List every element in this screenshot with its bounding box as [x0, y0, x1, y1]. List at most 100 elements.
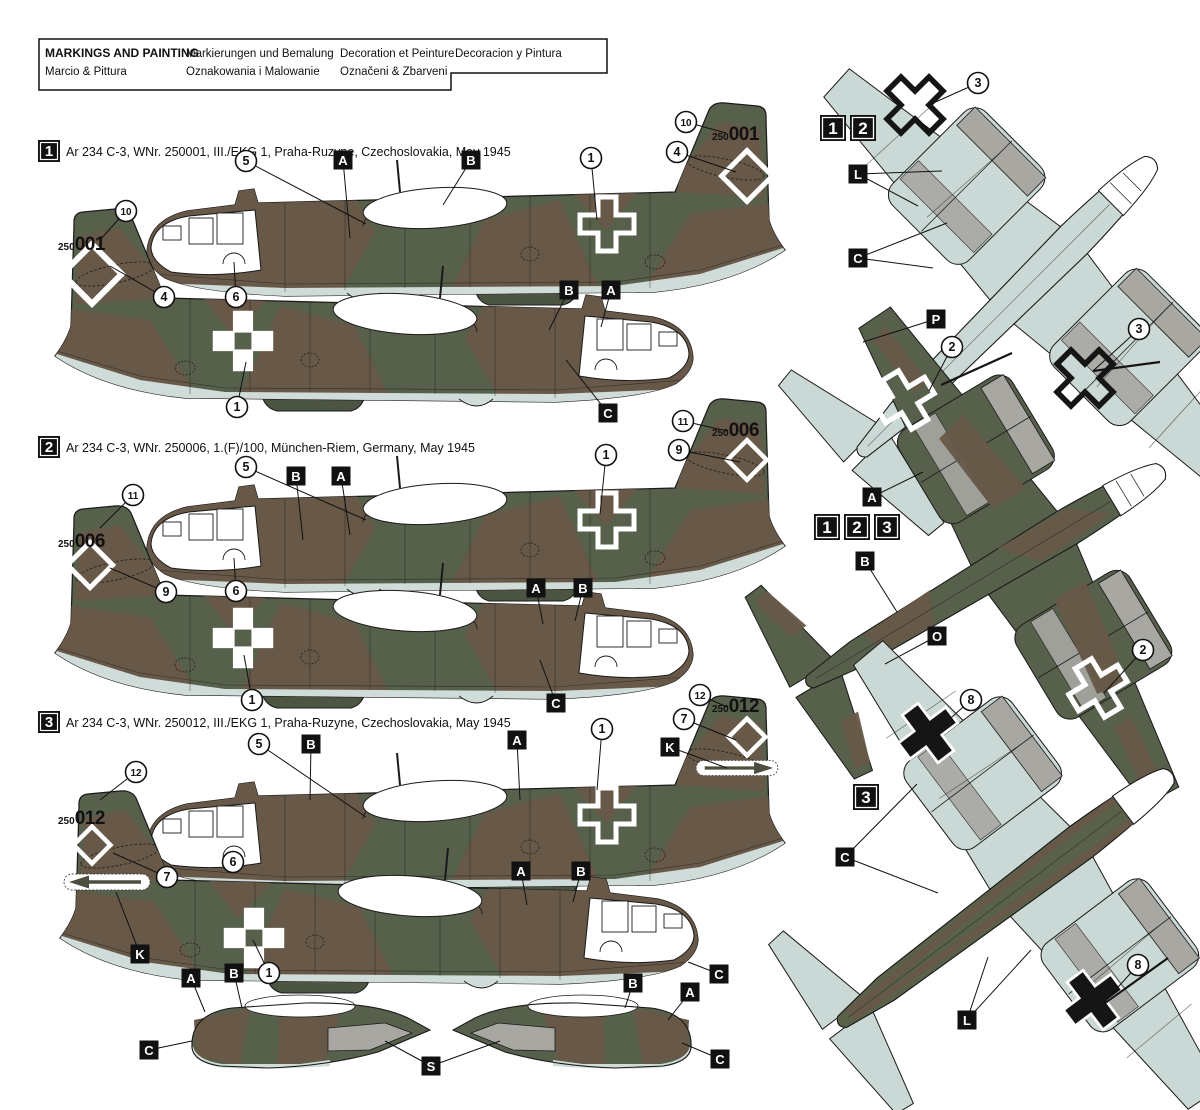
svg-text:2: 2 [852, 518, 861, 537]
callout-9: 9 [667, 438, 741, 463]
scheme-3-title: 3 Ar 234 C-3, WNr. 250012, III./EKG 1, P… [38, 711, 511, 733]
svg-text:1: 1 [249, 693, 256, 707]
svg-text:C: C [603, 406, 613, 421]
svg-text:3: 3 [1136, 322, 1143, 336]
callout-A: A [331, 466, 351, 536]
svg-text:S: S [427, 1059, 436, 1074]
svg-text:K: K [665, 740, 675, 755]
svg-text:7: 7 [164, 870, 171, 884]
callout-A: A [600, 280, 621, 328]
scheme-1-profile-starboard [135, 103, 787, 305]
scheme-2-caption: Ar 234 C-3, WNr. 250006, 1.(F)/100, Münc… [66, 441, 475, 455]
callout-B: B [571, 861, 591, 903]
svg-text:A: A [336, 469, 346, 484]
svg-text:A: A [516, 864, 526, 879]
svg-text:B: B [229, 966, 238, 981]
scheme-1-number: 1 [45, 143, 53, 160]
callout-12: 12 [688, 683, 728, 708]
callout-C: C [565, 359, 618, 423]
svg-text:8: 8 [1135, 958, 1142, 972]
svg-text:C: C [144, 1043, 154, 1058]
callout-A: A [181, 968, 206, 1013]
view-group-label-bottom-view-scheme-3: 3 [853, 784, 879, 810]
svg-text:A: A [606, 283, 616, 298]
svg-text:A: A [867, 490, 877, 505]
svg-text:9: 9 [163, 585, 170, 599]
callout-1: 1 [590, 717, 614, 791]
callout-5: 5 [234, 149, 367, 225]
svg-text:10: 10 [120, 207, 132, 218]
svg-text:C: C [551, 696, 561, 711]
scheme-1-caption: Ar 234 C-3, WNr. 250001, III./EKG 1, Pra… [66, 145, 511, 159]
callout-1: 1 [252, 939, 281, 985]
tail-code-1-port: 250001 [58, 234, 106, 255]
callout-1: 1 [225, 361, 249, 419]
svg-text:12: 12 [130, 768, 142, 779]
callout-A: A [507, 730, 527, 801]
callout-B: B [573, 578, 593, 622]
pointer-lines [940, 351, 1169, 1007]
scheme-3-caption: Ar 234 C-3, WNr. 250012, III./EKG 1, Pra… [66, 716, 511, 730]
header-title-cz: Označeni & Zbarveni [340, 66, 447, 78]
svg-text:A: A [186, 971, 196, 986]
svg-text:K: K [135, 947, 145, 962]
svg-text:5: 5 [256, 737, 263, 751]
svg-text:C: C [714, 967, 724, 982]
svg-text:A: A [512, 733, 522, 748]
scheme-2-number: 2 [45, 439, 53, 456]
nacelle-side-piece-right [452, 994, 692, 1070]
header-title-de: Markierungen und Bemalung [186, 48, 334, 60]
callout-2: 2 [928, 335, 964, 392]
scheme-2-profile-starboard [135, 399, 787, 601]
svg-text:11: 11 [678, 417, 689, 428]
svg-text:1: 1 [234, 400, 241, 414]
callout-C: C [687, 961, 729, 984]
callout-7: 7 [112, 852, 179, 889]
callout-12: 12 [99, 760, 148, 801]
callout-B: B [301, 734, 321, 801]
svg-text:4: 4 [161, 290, 168, 304]
svg-text:1: 1 [588, 151, 595, 165]
callout-10: 10 [674, 110, 727, 134]
svg-text:12: 12 [694, 691, 706, 702]
svg-text:5: 5 [243, 460, 250, 474]
header-title-it: Marcio & Pittura [45, 66, 127, 78]
callout-A: A [667, 982, 700, 1021]
svg-text:C: C [715, 1052, 725, 1067]
svg-text:1: 1 [822, 518, 831, 537]
svg-text:A: A [685, 985, 695, 1000]
callout-1: 1 [594, 443, 618, 515]
svg-text:9: 9 [676, 443, 683, 457]
svg-text:7: 7 [681, 712, 688, 726]
callout-L: L [848, 164, 943, 207]
callout-C: C [681, 1042, 730, 1069]
tail-code-2-starboard: 250006 [712, 420, 759, 441]
svg-text:B: B [291, 469, 300, 484]
tail-code-2-port: 250006 [58, 531, 105, 552]
svg-text:1: 1 [603, 448, 610, 462]
svg-text:B: B [466, 153, 475, 168]
callout-11: 11 [99, 483, 145, 529]
svg-text:1: 1 [599, 722, 606, 736]
svg-text:8: 8 [968, 693, 975, 707]
callout-B: B [224, 963, 244, 1009]
tail-code-3-starboard: 250012 [712, 696, 759, 717]
nacelle-side-piece-left [191, 994, 431, 1070]
callout-A: A [526, 578, 546, 625]
svg-text:B: B [628, 976, 637, 991]
callout-A: A [333, 150, 353, 239]
callout-K: K [115, 891, 150, 964]
callout-B: B [442, 150, 481, 206]
callout-K: K [660, 737, 728, 769]
svg-text:1: 1 [828, 119, 837, 138]
scheme-1-title: 1 Ar 234 C-3, WNr. 250001, III./EKG 1, P… [38, 140, 511, 162]
scheme-3-profile-port [58, 791, 710, 993]
svg-text:4: 4 [674, 145, 681, 159]
callout-B: B [548, 280, 579, 331]
callout-A: A [862, 471, 924, 507]
callout-8: 8 [933, 688, 983, 734]
